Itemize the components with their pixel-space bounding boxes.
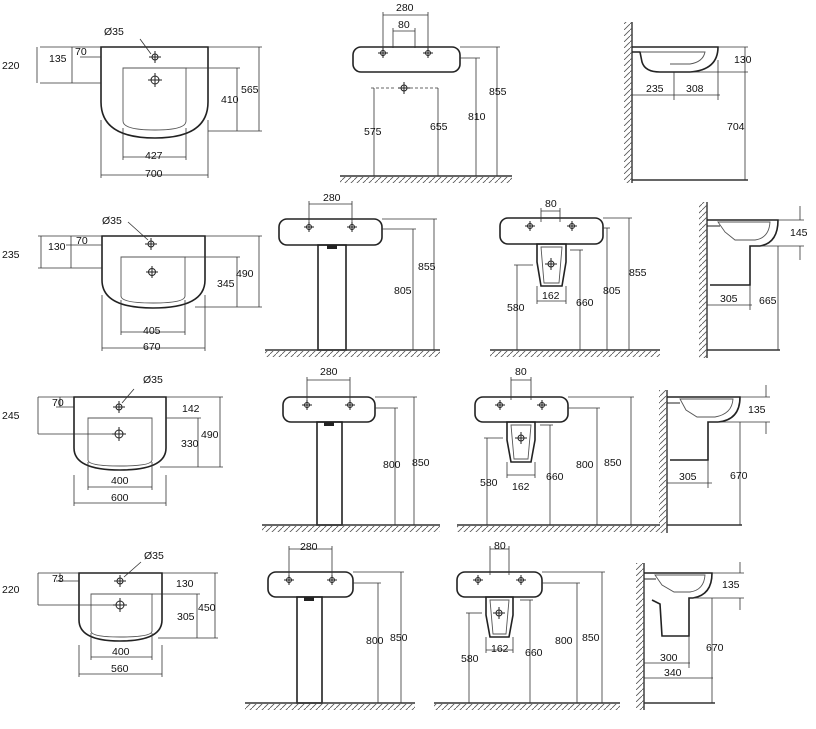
dim-label: 490: [201, 429, 219, 441]
dim-label: 405: [143, 325, 161, 337]
dim-label: 300: [660, 652, 678, 664]
dim-label: 800: [383, 459, 401, 471]
dim-label: 220: [2, 60, 20, 72]
dim-label: 305: [177, 611, 195, 623]
row3-semi-pedestal-view: [457, 377, 660, 532]
dim-label: 580: [480, 477, 498, 489]
dim-label: 305: [679, 471, 697, 483]
dim-label: 704: [727, 121, 745, 133]
hole-diameter-label: Ø35: [102, 215, 122, 227]
dim-label: 235: [2, 249, 20, 261]
dim-label: 575: [364, 126, 382, 138]
dim-label: 565: [241, 84, 259, 96]
dim-label: 805: [603, 285, 621, 297]
dim-label: 580: [461, 653, 479, 665]
dim-label: 305: [720, 293, 738, 305]
row4-semi-pedestal-view: [434, 546, 620, 710]
dimension-labels: Ø35 220 135 70 410 565 427 700 280 80 57…: [2, 2, 808, 679]
dim-label: 800: [555, 635, 573, 647]
dim-label: 80: [515, 366, 527, 378]
hole-diameter-label: Ø35: [144, 550, 164, 562]
dim-label: 340: [664, 667, 682, 679]
dim-label: 130: [176, 578, 194, 590]
dim-label: 135: [748, 404, 766, 416]
row3-pedestal-view: [262, 377, 440, 532]
dim-label: 400: [112, 646, 130, 658]
dim-label: 450: [198, 602, 216, 614]
dim-label: 670: [730, 470, 748, 482]
dim-label: 135: [722, 579, 740, 591]
hole-diameter-label: Ø35: [104, 26, 124, 38]
dim-label: 130: [48, 241, 66, 253]
dim-label: 855: [418, 261, 436, 273]
row2-plan-view: [38, 221, 262, 351]
row2-pedestal-view: [265, 201, 440, 357]
dim-label: 855: [489, 86, 507, 98]
dim-label: 850: [412, 457, 430, 469]
dim-label: 70: [52, 397, 64, 409]
dim-label: 490: [236, 268, 254, 280]
dim-label: 130: [734, 54, 752, 66]
dim-label: 280: [396, 2, 414, 14]
dim-label: 800: [366, 635, 384, 647]
dim-label: 73: [52, 573, 64, 585]
row3-plan-view: [37, 388, 223, 506]
dim-label: 660: [525, 647, 543, 659]
dim-label: 345: [217, 278, 235, 290]
dim-label: 245: [2, 410, 20, 422]
dim-label: 220: [2, 584, 20, 596]
dim-label: 70: [76, 235, 88, 247]
row4-pedestal-view: [245, 546, 415, 710]
row2-semi-pedestal-view: [490, 208, 660, 357]
dim-label: 655: [430, 121, 448, 133]
dim-label: 280: [300, 541, 318, 553]
dim-label: 308: [686, 83, 704, 95]
dim-label: 850: [582, 632, 600, 644]
dim-label: 810: [468, 111, 486, 123]
dim-label: 660: [546, 471, 564, 483]
row1-wall-side-view: [624, 22, 748, 183]
dim-label: 280: [320, 366, 338, 378]
dim-label: 805: [394, 285, 412, 297]
dim-label: 670: [706, 642, 724, 654]
dim-label: 800: [576, 459, 594, 471]
dim-label: 850: [604, 457, 622, 469]
dim-label: 660: [576, 297, 594, 309]
row2-wall-side-view: [699, 202, 804, 358]
dim-label: 850: [390, 632, 408, 644]
dim-label: 855: [629, 267, 647, 279]
dim-label: 670: [143, 341, 161, 353]
dim-label: 135: [49, 53, 67, 65]
dim-label: 330: [181, 438, 199, 450]
dim-label: 80: [494, 540, 506, 552]
dim-label: 80: [545, 198, 557, 210]
dim-label: 162: [491, 643, 509, 655]
dim-label: 700: [145, 168, 163, 180]
row3-wall-side-view: [659, 385, 770, 533]
dim-label: 580: [507, 302, 525, 314]
dim-label: 410: [221, 94, 239, 106]
row1-plan-view: [36, 38, 262, 178]
dim-label: 162: [512, 481, 530, 493]
dim-label: 235: [646, 83, 664, 95]
dim-label: 162: [542, 290, 560, 302]
dim-label: 145: [790, 227, 808, 239]
dim-label: 400: [111, 475, 129, 487]
row4-plan-view: [37, 561, 218, 677]
dim-label: 600: [111, 492, 129, 504]
dim-label: 70: [75, 46, 87, 58]
dim-label: 280: [323, 192, 341, 204]
dim-label: 80: [398, 19, 410, 31]
dim-label: 665: [759, 295, 777, 307]
dim-label: 142: [182, 403, 200, 415]
dim-label: 427: [145, 150, 163, 162]
hole-diameter-label: Ø35: [143, 374, 163, 386]
row4-wall-side-view: [636, 562, 744, 710]
row1-pedestal-view: [340, 12, 512, 183]
dim-label: 560: [111, 663, 129, 675]
